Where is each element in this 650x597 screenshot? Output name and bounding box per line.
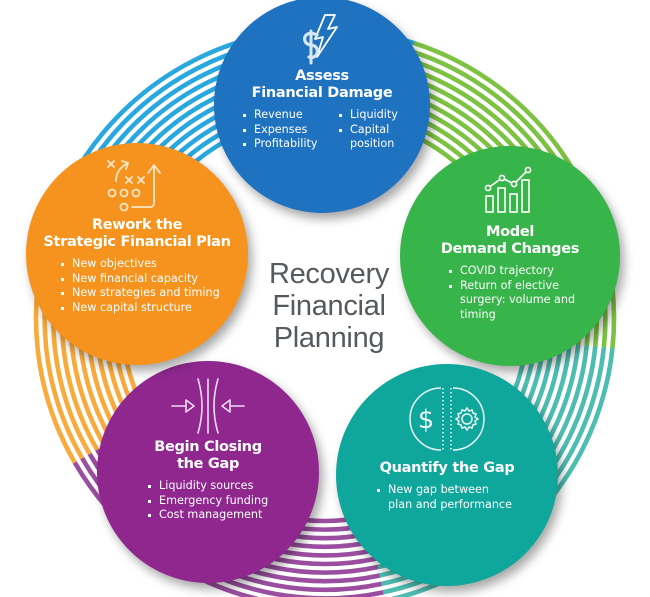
bullet-item: Cost management — [147, 508, 277, 523]
bullet-list: New objectives New financial capacity Ne… — [60, 257, 220, 315]
dollar-gear-gap-icon: $ — [409, 387, 485, 451]
bullet-item: New objectives — [60, 257, 220, 272]
step-title: Assess Financial Damage — [214, 68, 430, 102]
closing-arrows-icon — [171, 378, 245, 434]
bullet-list: COVID trajectory Return of elective surg… — [448, 264, 576, 322]
step-quantify-the-gap: $ Quantify the Gap New gap between plan … — [336, 364, 558, 586]
dollar-lightning-icon — [303, 14, 338, 65]
center-title: Recovery Financial Planning — [244, 258, 414, 354]
step-title-line: Quantify the Gap — [379, 460, 515, 476]
bullet-item: Capital position — [338, 123, 402, 152]
bullet-item: New gap between plan and performance — [376, 483, 516, 512]
bullet-item: Profitability — [242, 137, 328, 152]
bullet-list: Liquidity Capital position — [338, 108, 402, 152]
bullet-list: Revenue Expenses Profitability — [242, 108, 328, 152]
bullet-list: New gap between plan and performance — [376, 483, 516, 512]
step-title-line: Strategic Financial Plan — [43, 234, 231, 250]
step-model-demand-changes: Model Demand Changes COVID trajectory Re… — [400, 146, 620, 366]
step-title: Quantify the Gap — [336, 460, 558, 477]
step-title-line: Rework the — [91, 217, 183, 233]
step-title-line: Assess — [295, 68, 349, 84]
step-title-line: Financial Damage — [251, 85, 393, 101]
bullet-columns: Revenue Expenses Profitability Liquidity… — [214, 102, 430, 152]
bullet-item: Return of elective surgery: volume and t… — [448, 279, 576, 323]
bullet-item: Expenses — [242, 123, 328, 138]
bullet-item: Liquidity — [338, 108, 402, 123]
step-title-line: Demand Changes — [440, 241, 580, 257]
center-title-line: Recovery — [268, 258, 390, 290]
step-title: Model Demand Changes — [400, 224, 620, 258]
svg-text:$: $ — [418, 405, 435, 435]
step-title-line: the Gap — [176, 456, 240, 472]
step-title-line: Begin Closing — [154, 439, 262, 455]
center-title-line: Financial — [272, 290, 386, 322]
bullet-list: Liquidity sources Emergency funding Cost… — [147, 479, 277, 523]
center-title-line: Planning — [273, 322, 385, 354]
bullet-item: New strategies and timing — [60, 286, 220, 301]
step-title: Rework the Strategic Financial Plan — [26, 217, 248, 251]
step-assess-financial-damage: Assess Financial Damage Revenue Expenses… — [214, 0, 430, 213]
step-title-line: Model — [485, 224, 535, 240]
bullet-item: Emergency funding — [147, 494, 277, 509]
step-rework-strategic-financial-plan: Rework the Strategic Financial Plan New … — [26, 143, 248, 365]
strategy-play-icon — [107, 160, 161, 212]
step-begin-closing-the-gap: Begin Closing the Gap Liquidity sources … — [97, 361, 319, 583]
bullet-item: Liquidity sources — [147, 479, 277, 494]
bullet-item: New capital structure — [60, 301, 220, 316]
bullet-item: COVID trajectory — [448, 264, 576, 279]
bullet-item: New financial capacity — [60, 272, 220, 287]
bar-line-chart-icon — [484, 166, 532, 213]
step-title: Begin Closing the Gap — [97, 439, 319, 473]
bullet-item: Revenue — [242, 108, 328, 123]
